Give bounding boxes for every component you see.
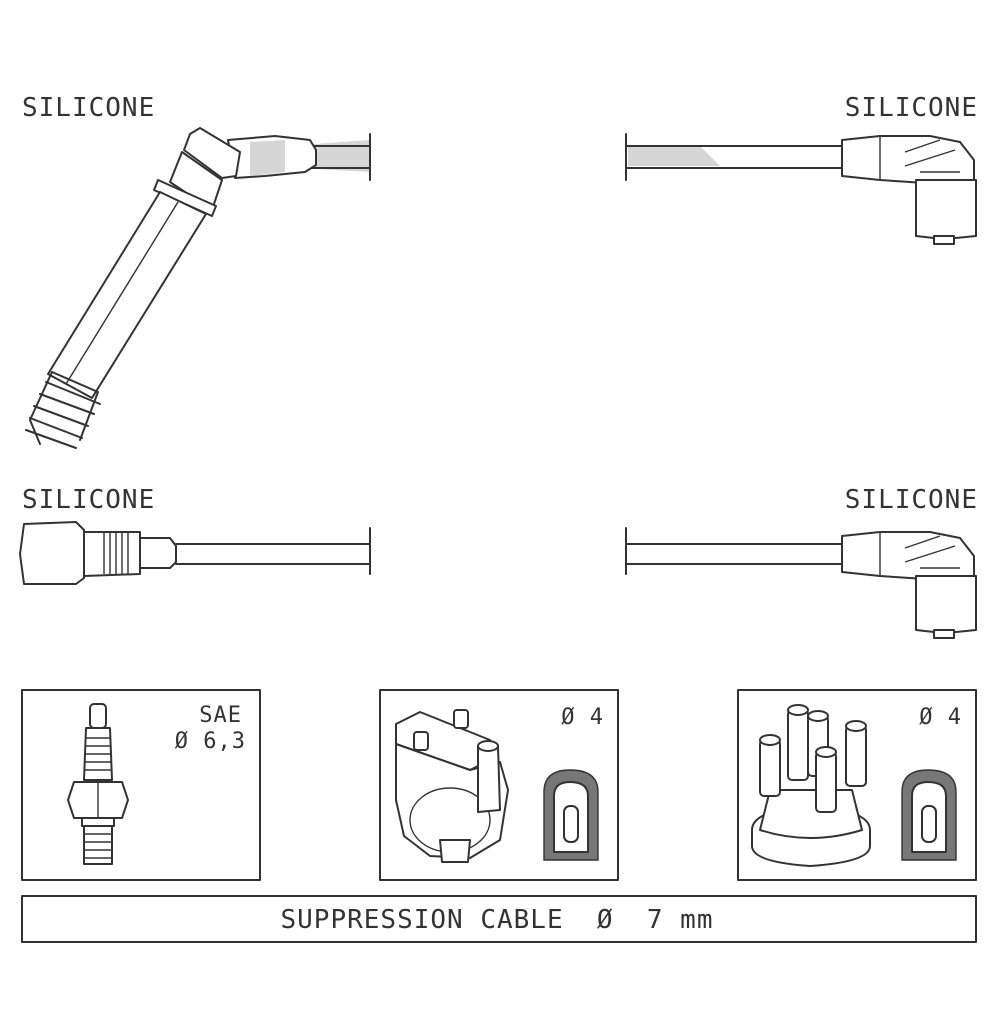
suppression-cable-banner: SUPPRESSION CABLE Ø 7 mm [21,895,977,943]
label-top-left: SILICONE [22,93,155,123]
suppression-cable-label: SUPPRESSION CABLE Ø 7 mm [281,905,714,935]
mid-left-cable [19,521,371,585]
label-top-right: SILICONE [845,93,978,123]
top-right-cable [625,133,977,245]
top-left-cable [25,127,371,449]
terminal-section-icon [543,769,599,861]
coil-diameter-label: Ø 4 [561,705,604,730]
mid-right-cable [625,527,977,639]
spark-plug-box: SAE Ø 6,3 [21,689,261,881]
terminal-section-icon [901,769,957,861]
ignition-coil-icon [395,709,509,863]
label-mid-left: SILICONE [22,485,155,515]
label-mid-right: SILICONE [845,485,978,515]
distributor-diameter-label: Ø 4 [919,705,962,730]
spark-plug-diameter-label: Ø 6,3 [175,729,246,754]
spring-icon [25,371,101,449]
spark-plug-icon [67,703,129,865]
spark-plug-sae-label: SAE [199,703,242,728]
distributor-box: Ø 4 [737,689,977,881]
coil-box: Ø 4 [379,689,619,881]
distributor-cap-icon [751,704,871,867]
